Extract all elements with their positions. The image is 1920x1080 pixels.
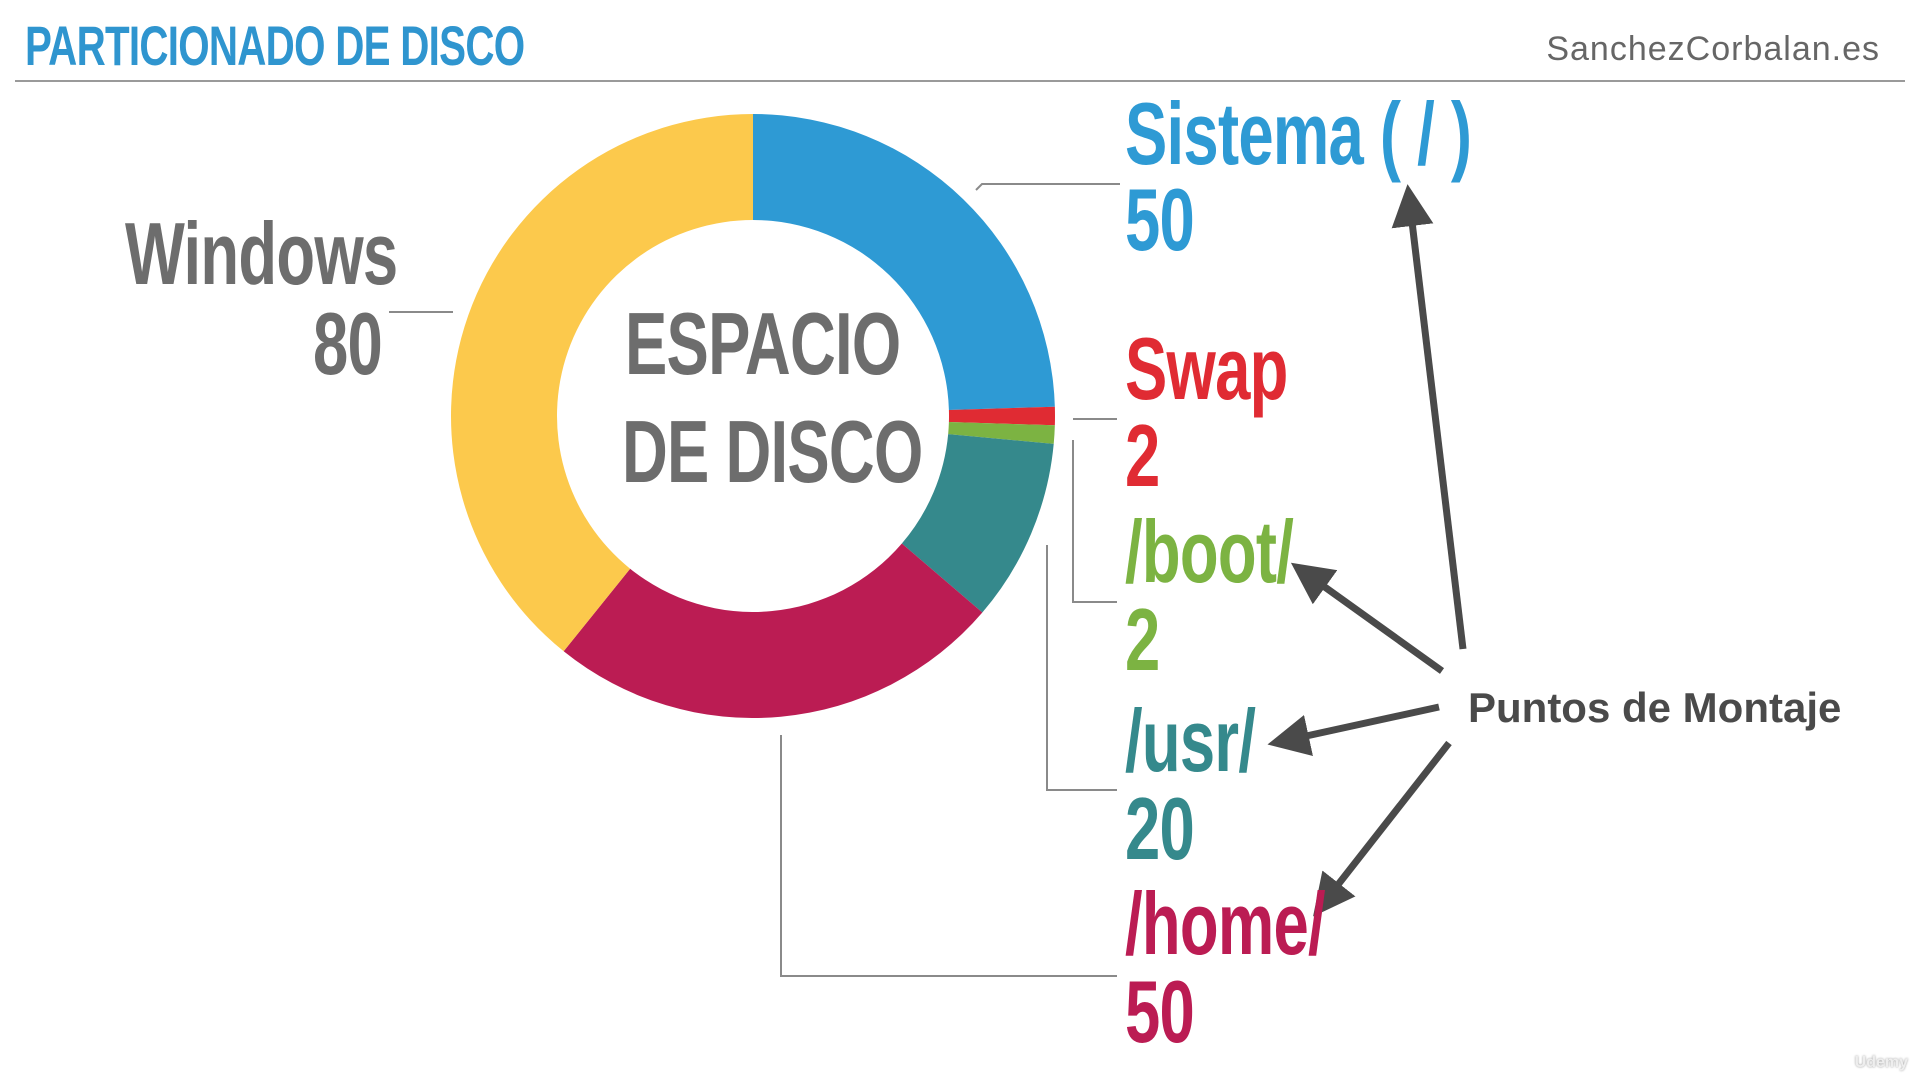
connector-sistema [975, 183, 1120, 191]
label-windows: Windows [125, 204, 398, 303]
value-boot: 2 [1125, 590, 1160, 689]
connector-boot [1072, 440, 1117, 603]
slice-sistema [753, 114, 1055, 410]
value-swap: 2 [1125, 406, 1160, 505]
arrow-to-boot [1290, 562, 1445, 674]
value-windows: 80 [313, 294, 383, 393]
mount-points-annotation: Puntos de Montaje [1468, 684, 1842, 731]
center-label-line1: ESPACIO [625, 294, 901, 393]
arrow-to-home [1313, 740, 1452, 917]
slice-swap [948, 406, 1055, 426]
site-name: SanchezCorbalan.es [1546, 30, 1880, 68]
label-home: /home/ [1125, 874, 1326, 973]
arrow-to-sistema [1391, 184, 1467, 650]
value-home: 50 [1125, 962, 1195, 1061]
header-divider [15, 80, 1905, 82]
slice-usr [901, 434, 1054, 613]
arrow-to-usr [1267, 703, 1440, 757]
page-title: PARTICIONADO DE DISCO [25, 14, 525, 77]
udemy-watermark: Udemy [1854, 1054, 1908, 1071]
slice-windows [451, 114, 753, 652]
slice-home [563, 543, 983, 718]
label-boot: /boot/ [1125, 502, 1294, 601]
value-usr: 20 [1125, 779, 1195, 878]
label-sistema: Sistema ( / ) [1125, 84, 1472, 183]
connector-usr [1046, 545, 1117, 791]
label-usr: /usr/ [1125, 691, 1256, 790]
value-sistema: 50 [1125, 170, 1195, 269]
center-label-line2: DE DISCO [622, 402, 923, 501]
slice-boot [948, 422, 1055, 444]
label-swap: Swap [1125, 319, 1288, 418]
connector-home [780, 735, 1117, 977]
